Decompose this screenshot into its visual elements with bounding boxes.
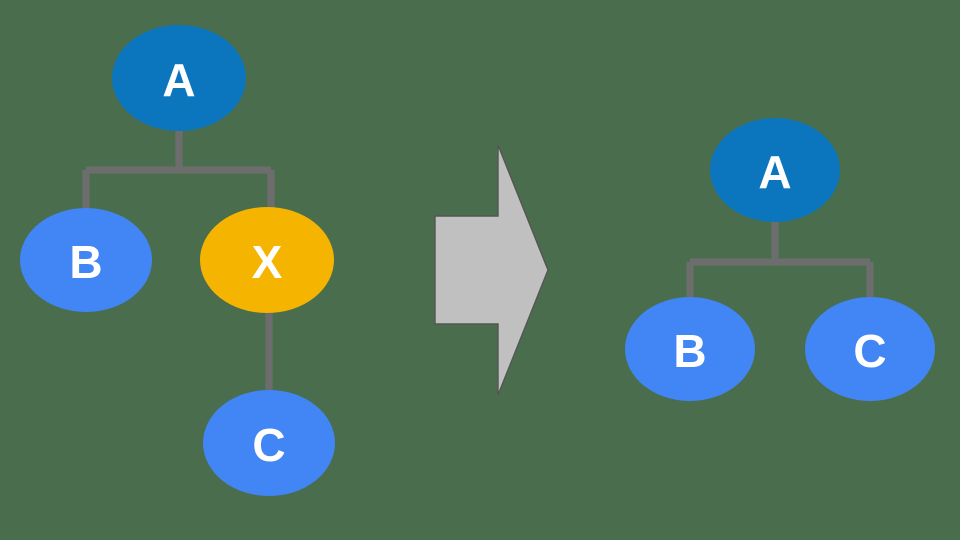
node-shape[interactable]	[625, 297, 755, 401]
node-label: C	[252, 419, 285, 471]
node-c-before[interactable]: C	[203, 390, 335, 496]
node-b-before[interactable]: B	[20, 208, 152, 312]
node-c-after[interactable]: C	[805, 297, 935, 401]
node-a-after[interactable]: A	[710, 118, 840, 222]
node-label: B	[69, 236, 102, 288]
node-label: X	[252, 236, 283, 288]
node-shape[interactable]	[710, 118, 840, 222]
node-a-before[interactable]: A	[112, 25, 246, 131]
node-shape[interactable]	[20, 208, 152, 312]
node-label: A	[758, 146, 791, 198]
node-label: B	[673, 325, 706, 377]
node-shape[interactable]	[203, 390, 335, 496]
before-tree-connectors	[82, 125, 275, 396]
before-tree: A B X C	[20, 25, 335, 496]
after-tree: A B C	[625, 118, 935, 401]
node-label: A	[162, 54, 195, 106]
after-tree-connectors	[686, 216, 874, 302]
arrow-shape	[434, 144, 549, 396]
right-arrow-icon	[434, 144, 549, 396]
node-shape[interactable]	[112, 25, 246, 131]
node-shape-highlighted[interactable]	[200, 207, 334, 313]
node-label: C	[853, 325, 886, 377]
node-b-after[interactable]: B	[625, 297, 755, 401]
node-shape[interactable]	[805, 297, 935, 401]
node-x-before[interactable]: X	[200, 207, 334, 313]
